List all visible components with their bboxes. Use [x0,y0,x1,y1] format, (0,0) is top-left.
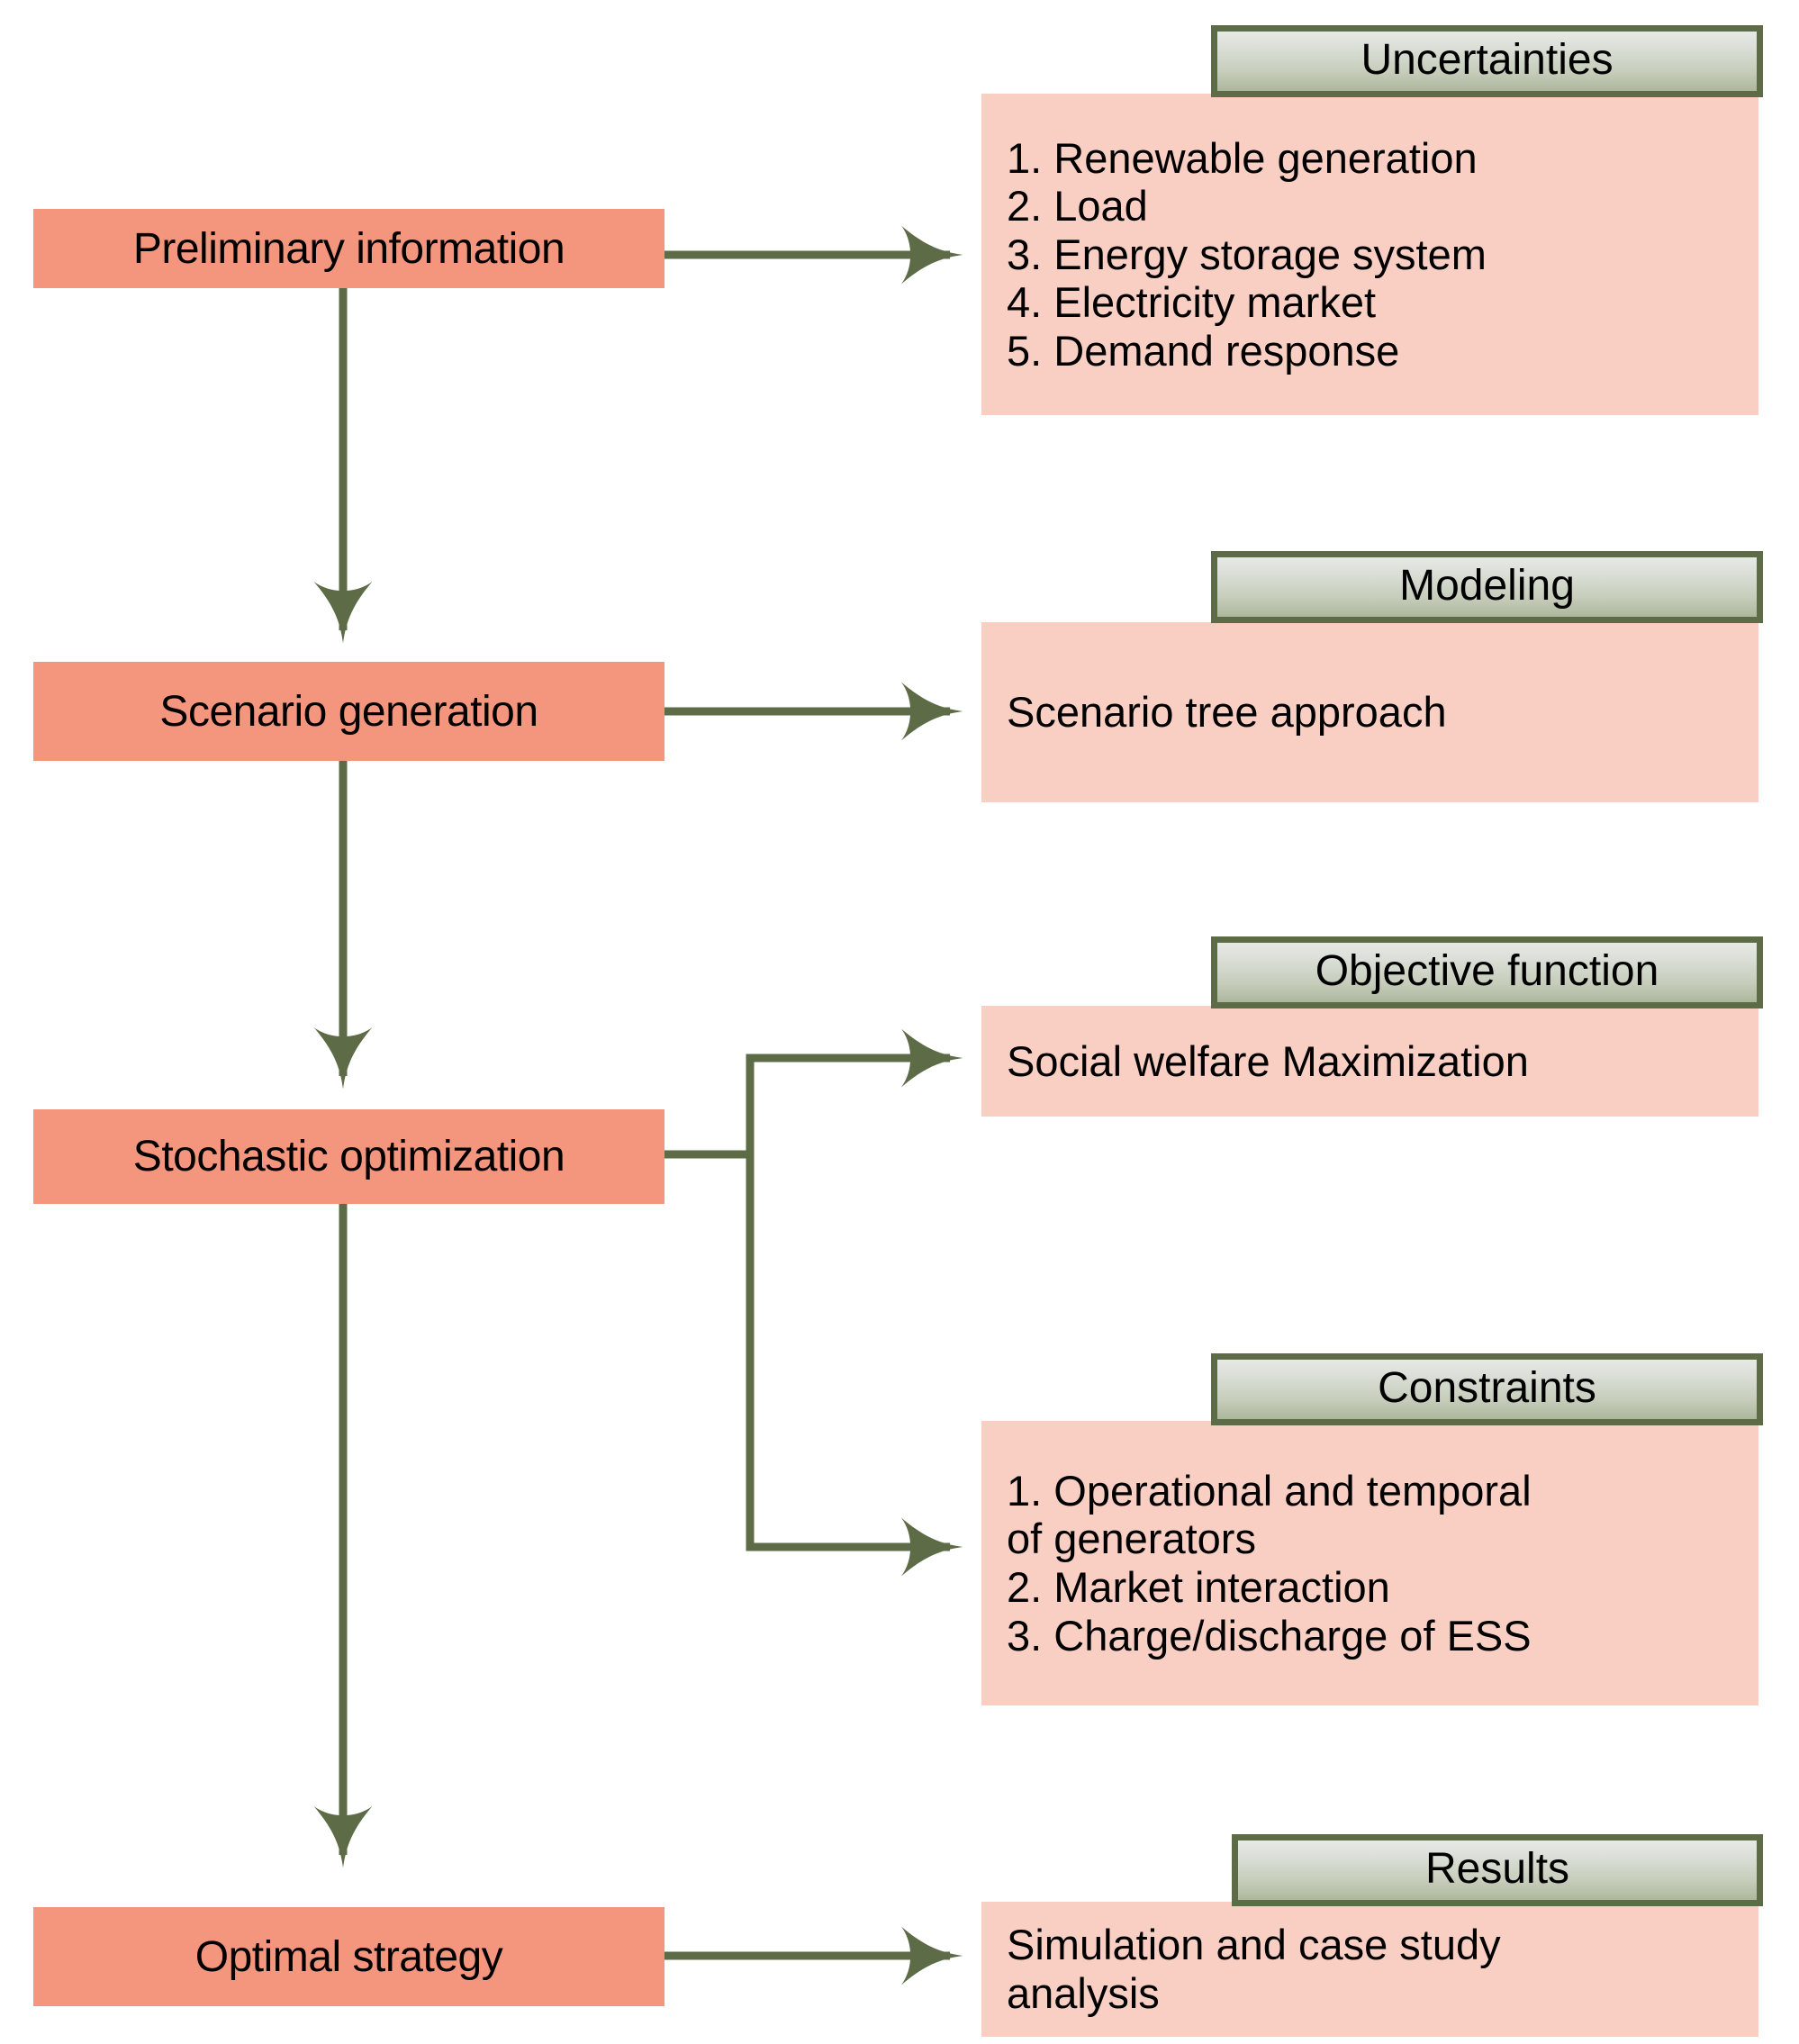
list-item: 3. Charge/discharge of ESS [1007,1611,1532,1660]
section-header-label: Objective function [1315,946,1659,995]
section-panel-objective-function: Social welfare Maximization [981,1006,1758,1117]
section-header-uncertainties: Uncertainties [1211,25,1763,97]
section-header-modeling: Modeling [1211,551,1763,623]
section-panel-uncertainties: 1. Renewable generation 2. Load 3. Energ… [981,94,1758,415]
list-item: 5. Demand response [1007,326,1400,375]
list-item: 2. Load [1007,182,1148,231]
section-header-constraints: Constraints [1211,1353,1763,1425]
list-item: Scenario tree approach [1007,688,1447,737]
list-item: 4. Electricity market [1007,278,1377,327]
section-header-label: Results [1424,1844,1570,1893]
list-item: 1. Operational and temporal [1007,1466,1532,1515]
section-panel-constraints: 1. Operational and temporal of generator… [981,1421,1758,1705]
section-header-results: Results [1232,1834,1763,1906]
flow-box-label: Optimal strategy [194,1932,503,1981]
flow-box-optimal-strategy[interactable]: Optimal strategy [33,1907,664,2006]
section-panel-modeling: Scenario tree approach [981,622,1758,802]
connector-stochastic-to-constraints [746,1151,963,1577]
list-item: Simulation and case study [1007,1921,1501,1969]
list-item: 2. Market interaction [1007,1563,1390,1611]
flow-box-label: Preliminary information [132,224,565,273]
list-item: of generators [1007,1515,1256,1563]
section-header-label: Modeling [1399,561,1575,610]
list-item: 1. Renewable generation [1007,133,1478,182]
flow-box-scenario-generation[interactable]: Scenario generation [33,662,664,761]
list-item: Social welfare Maximization [1007,1036,1529,1085]
flow-box-label: Stochastic optimization [132,1133,565,1180]
flow-box-preliminary-information[interactable]: Preliminary information [33,209,664,288]
list-item: 3. Energy storage system [1007,230,1487,278]
flow-box-stochastic-optimization[interactable]: Stochastic optimization [33,1109,664,1204]
section-header-label: Uncertainties [1361,35,1614,84]
section-header-label: Constraints [1378,1363,1596,1412]
flow-box-label: Scenario generation [159,687,538,736]
section-panel-results: Simulation and case study analysis [981,1902,1758,2037]
connector-stochastic-to-objective [746,1028,963,1158]
list-item: analysis [1007,1969,1160,2017]
section-header-objective-function: Objective function [1211,936,1763,1008]
